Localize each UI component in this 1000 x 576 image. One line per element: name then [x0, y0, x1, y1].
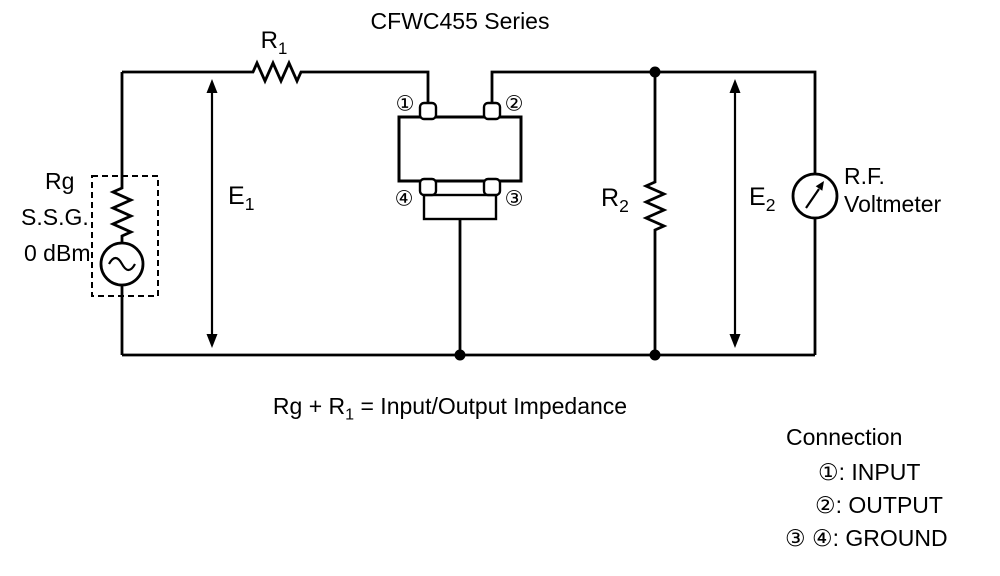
signal-generator-symbol — [99, 241, 145, 287]
junction-dot — [649, 66, 661, 78]
connection-item-input: ①: INPUT — [818, 459, 921, 485]
e2-measure-arrow — [729, 79, 741, 348]
diagram-title: CFWC455 Series — [370, 8, 550, 34]
filter-pin1-tab — [418, 101, 438, 121]
filter-body — [397, 115, 523, 183]
connection-heading: Connection — [786, 424, 903, 450]
e1-voltage-label: E1 — [228, 182, 255, 214]
voltmeter-label-line1: R.F. — [844, 163, 885, 189]
impedance-caption: Rg + R1 = Input/Output Impedance — [272, 393, 628, 424]
connection-item-output: ②: OUTPUT — [815, 492, 943, 518]
filter-ground-bracket — [422, 193, 498, 221]
junction-dots — [454, 66, 661, 361]
voltmeter-needle-arrowhead — [815, 181, 824, 191]
left-branch-with-rg-resistor — [109, 72, 135, 243]
filter-pin3-tab — [482, 177, 502, 197]
filter-pin3-number: ③ — [504, 187, 524, 211]
generator-level-label: 0 dBm — [24, 240, 91, 266]
top-right-rail — [490, 70, 817, 174]
generator-circle — [99, 241, 145, 287]
filter-pin2-number: ② — [504, 92, 524, 116]
connection-item-ground: ③ ④: GROUND — [785, 525, 948, 551]
r2-resistor-label: R2 — [601, 184, 629, 216]
rf-voltmeter-symbol — [791, 172, 839, 220]
voltmeter-label-line2: Voltmeter — [844, 191, 942, 217]
generator-dashed-box — [91, 175, 159, 297]
filter-pin1-number: ① — [395, 92, 415, 116]
top-left-rail-with-r1-resistor — [122, 59, 430, 103]
voltmeter-needle — [805, 188, 820, 209]
r1-resistor-label: R1 — [260, 27, 288, 58]
filter-pin4-tab — [418, 177, 438, 197]
rg-resistor-label: Rg — [45, 168, 75, 194]
e1-measure-arrow — [206, 79, 218, 348]
ceramic-filter-symbol — [397, 101, 523, 221]
sine-wave-icon — [108, 256, 136, 272]
e2-voltage-label: E2 — [749, 183, 776, 215]
filter-pin2-tab — [482, 101, 502, 121]
junction-dot — [454, 349, 466, 361]
r2-branch-with-resistor — [642, 72, 668, 355]
signal-generator-label: S.S.G. — [21, 204, 89, 230]
filter-pin4-number: ④ — [394, 187, 414, 211]
junction-dot — [649, 349, 661, 361]
voltmeter-circle — [791, 172, 839, 220]
